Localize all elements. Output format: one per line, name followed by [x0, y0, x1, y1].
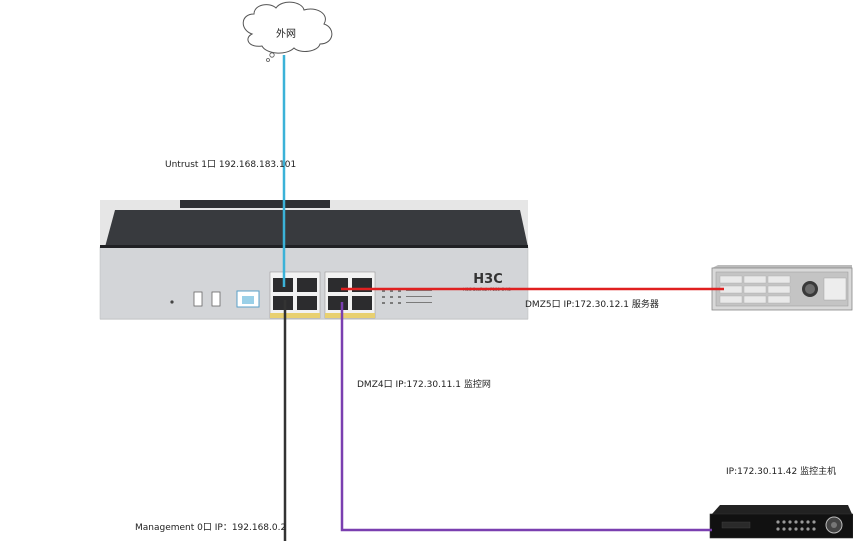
cloud-label: 外网 [276, 28, 296, 40]
server-icon [711, 265, 853, 311]
reset-hole [170, 300, 174, 304]
dmz4-port-label: DMZ4口 IP:172.30.11.1 监控网 [357, 380, 491, 390]
internet-cloud-icon: 外网 [242, 1, 333, 62]
nvr-ip-label: IP:172.30.11.42 监控主机 [726, 467, 837, 477]
dmz5-port-label: DMZ5口 IP:172.30.12.1 服务器 [525, 300, 659, 310]
brand-label: H3C [473, 272, 502, 287]
management-port-label: Management 0口 IP：192.168.0.2 [135, 523, 287, 533]
nvr-icon [709, 505, 853, 539]
usb-port-1 [193, 291, 203, 307]
dmz4-cable [340, 302, 712, 532]
firewall-device: H3C H3C SecPath F100-C-A3 [99, 200, 529, 320]
console-port-inner [242, 296, 254, 304]
untrust-port-label: Untrust 1口 192.168.183.101 [165, 160, 297, 170]
status-leds [382, 290, 432, 304]
usb-port-2 [211, 291, 221, 307]
